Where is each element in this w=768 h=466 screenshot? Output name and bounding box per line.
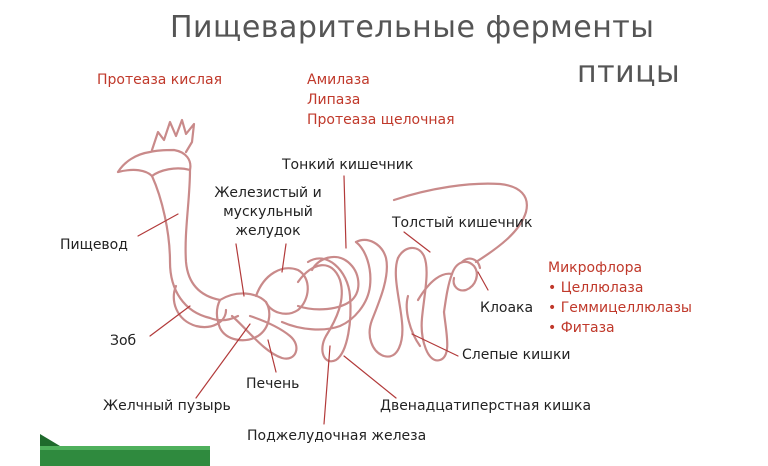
- label-crop: Зоб: [110, 333, 137, 349]
- enzyme-lipase: Липаза: [307, 92, 361, 108]
- leader-pancreas: [323, 345, 331, 425]
- small-intestine-loop-d: [396, 246, 449, 362]
- label-small-intestine: Тонкий кишечник: [282, 157, 414, 173]
- crop-outline: [172, 284, 228, 329]
- enzyme-alkaline-protease: Протеаза щелочная: [307, 112, 455, 128]
- microflora-item-cellulase: Целлюлаза: [548, 278, 692, 298]
- ceca-outline-2: [405, 294, 422, 348]
- label-stomach-line-3: желудок: [235, 223, 301, 239]
- duodenum-loop-outline: [296, 257, 352, 363]
- small-intestine-loop-b: [280, 240, 372, 331]
- label-ceca: Слепые кишки: [462, 347, 571, 363]
- leader-cloaca: [477, 271, 489, 291]
- label-large-intestine: Толстый кишечник: [392, 215, 533, 231]
- label-esophagus: Пищевод: [60, 237, 128, 253]
- small-intestine-loop-a: [296, 255, 360, 311]
- leader-stomach: [235, 243, 245, 297]
- microflora-item-phytase: Фитаза: [548, 318, 692, 338]
- label-stomach-line-2: мускульный: [223, 204, 313, 220]
- stomach-outline: [215, 292, 271, 342]
- leader-crop: [149, 305, 191, 337]
- label-pancreas: Поджелудочная железа: [247, 428, 427, 444]
- cloaca-outline: [460, 257, 482, 270]
- enzyme-amylase: Амилаза: [307, 72, 370, 88]
- enzyme-group-intestine: Амилаза Липаза Протеаза щелочная: [307, 70, 455, 130]
- leader-large-intestine: [403, 231, 431, 253]
- page-title-line-2: птицы: [577, 55, 681, 90]
- comb-outline: [150, 118, 196, 154]
- body-curve-outline: [392, 182, 528, 264]
- leader-stomach-2: [281, 243, 287, 273]
- leader-ceca: [411, 333, 459, 357]
- large-intestine-outline: [442, 260, 478, 314]
- microflora-block: Микрофлора Целлюлаза Геммицеллюлазы Фита…: [548, 258, 692, 338]
- label-cloaca: Клоака: [480, 300, 534, 316]
- leader-small-intestine: [343, 175, 347, 249]
- esophagus-outline-outer: [184, 168, 222, 302]
- small-intestine-loop-c: [354, 238, 404, 358]
- microflora-list: Целлюлаза Геммицеллюлазы Фитаза: [548, 278, 692, 338]
- label-stomach-line-1: Железистый и: [214, 185, 322, 201]
- enzyme-acid-protease: Протеаза кислая: [97, 72, 223, 88]
- page-title-line-1: Пищеварительные ферменты: [170, 10, 655, 45]
- label-liver: Печень: [246, 376, 300, 392]
- label-gallbladder: Желчный пузырь: [103, 398, 231, 414]
- microflora-item-hemicellulase: Геммицеллюлазы: [548, 298, 692, 318]
- liver-outline: [230, 314, 298, 360]
- label-duodenum: Двенадцатиперстная кишка: [380, 398, 592, 414]
- leader-liver: [267, 339, 277, 373]
- microflora-heading: Микрофлора: [548, 260, 643, 276]
- leader-duodenum: [343, 355, 397, 399]
- leader-gallbladder: [195, 323, 251, 399]
- head-outline: [116, 148, 192, 178]
- gizzard-outline: [254, 267, 309, 315]
- ceca-outline: [416, 272, 454, 302]
- green-corner-decoration: [40, 434, 210, 466]
- leader-esophagus: [137, 213, 179, 237]
- label-stomach: Железистый и мускульный желудок: [208, 184, 328, 241]
